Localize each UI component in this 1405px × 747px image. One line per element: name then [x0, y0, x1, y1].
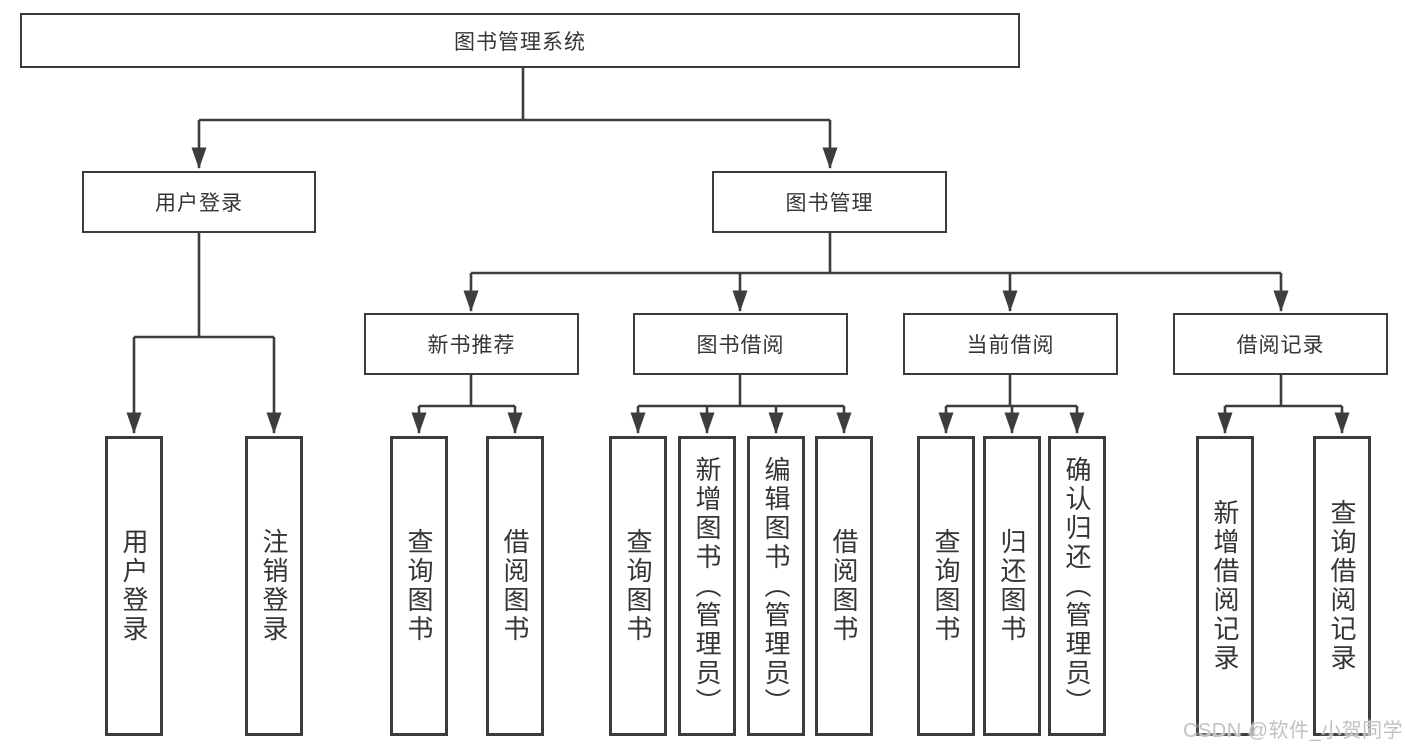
leaf-logout: 注销登录: [245, 436, 303, 736]
node-borrow-record: 借阅记录: [1173, 313, 1388, 375]
leaf-add-book-admin: 新增图书（管理员）: [678, 436, 736, 736]
leaf-borrow-query-books: 查询图书: [609, 436, 667, 736]
node-root-system: 图书管理系统: [20, 13, 1020, 68]
leaf-borrow-book: 借阅图书: [815, 436, 873, 736]
leaf-edit-book-admin: 编辑图书（管理员）: [747, 436, 805, 736]
node-current-borrow: 当前借阅: [903, 313, 1118, 375]
leaf-newbook-query-books: 查询图书: [390, 436, 448, 736]
node-book-management: 图书管理: [712, 171, 947, 233]
leaf-return-book: 归还图书: [983, 436, 1041, 736]
watermark-text: CSDN @软件_小贺同学: [1183, 720, 1404, 742]
node-user-login: 用户登录: [82, 171, 316, 233]
leaf-newbook-borrow-books: 借阅图书: [486, 436, 544, 736]
node-new-book-recommend: 新书推荐: [364, 313, 579, 375]
leaf-user-login: 用户登录: [105, 436, 163, 736]
leaf-add-borrow-record: 新增借阅记录: [1196, 436, 1254, 736]
leaf-confirm-return-admin: 确认归还（管理员）: [1048, 436, 1106, 736]
node-book-borrow: 图书借阅: [633, 313, 848, 375]
leaf-current-query-books: 查询图书: [917, 436, 975, 736]
leaf-query-borrow-record: 查询借阅记录: [1313, 436, 1371, 736]
